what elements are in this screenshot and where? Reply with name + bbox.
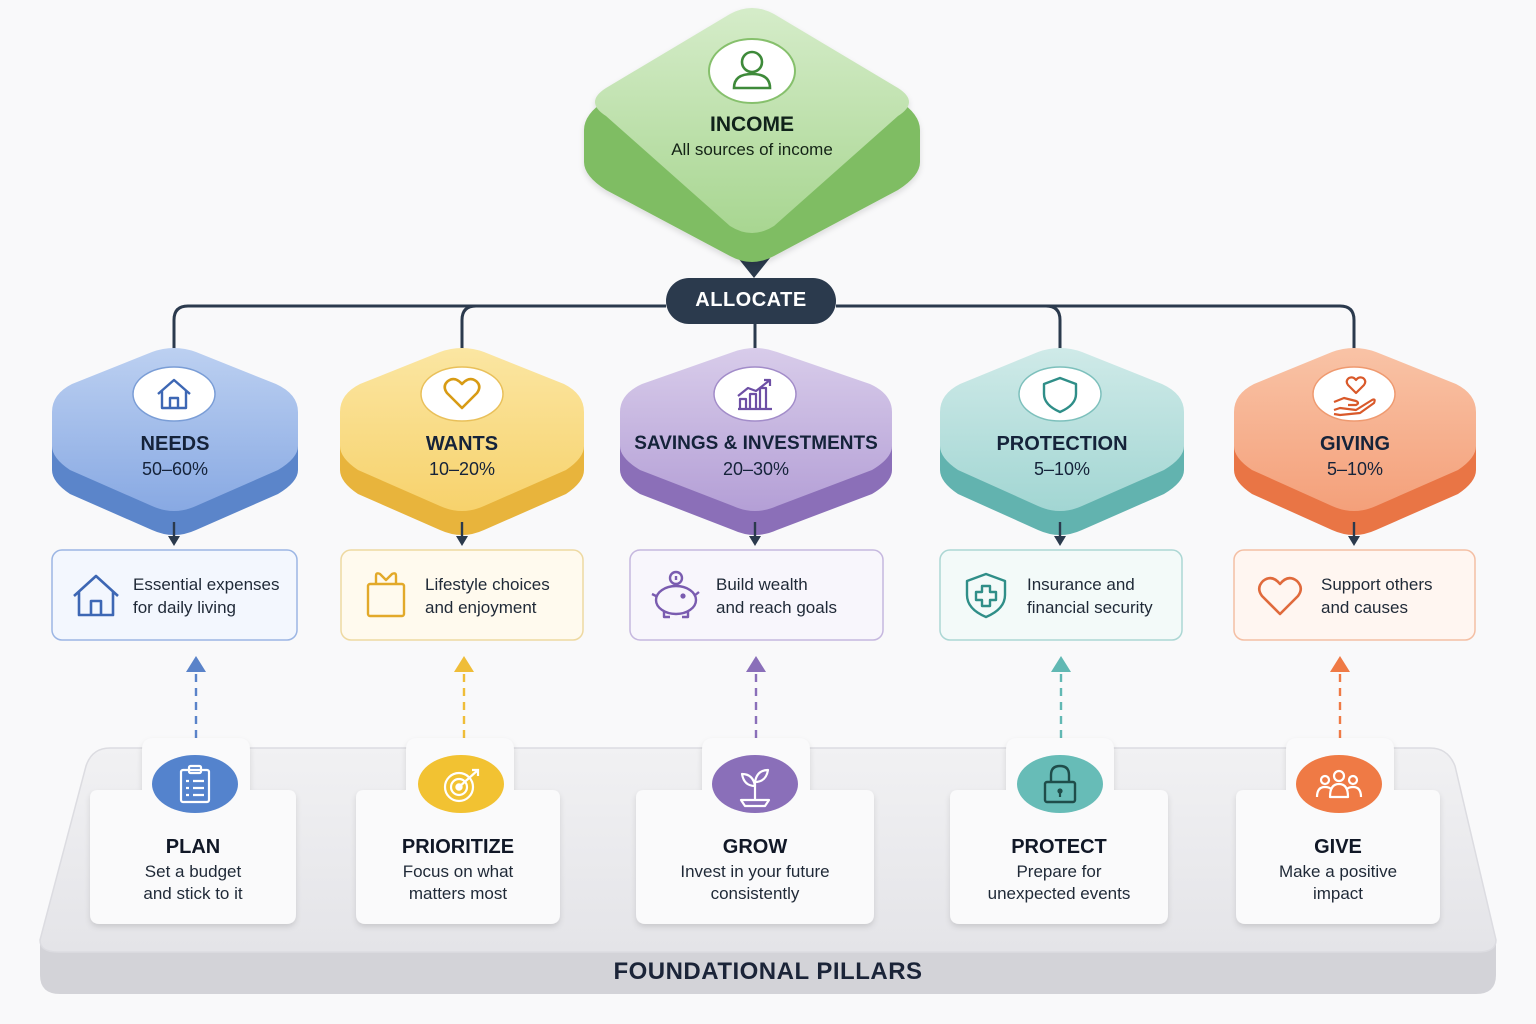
desc-line1: Essential expenses: [133, 575, 280, 594]
dashed-arrow-prioritize: [454, 656, 474, 738]
gift-bag-icon: [366, 572, 406, 618]
sprout-icon: [712, 755, 798, 813]
target-icon: [418, 755, 504, 813]
house-icon: [73, 574, 119, 617]
pillar-line1-plan: Set a budget: [144, 862, 242, 881]
heart-hand-icon: [1312, 366, 1396, 422]
pillar-line1-grow: Invest in your future: [680, 862, 830, 881]
pillar-line1-prioritize: Focus on what: [402, 862, 514, 881]
pillar-title-plan: PLAN: [165, 836, 221, 858]
piggy-bank-icon: [651, 570, 700, 619]
lock-icon: [1017, 755, 1103, 813]
pillar-title-prioritize: PRIORITIZE: [401, 836, 515, 858]
desc-line1: Build wealth: [716, 575, 808, 594]
heart-icon: [420, 366, 504, 422]
desc-text-protection: Insurance and financial security: [1027, 573, 1153, 619]
desc-text-savings: Build wealth and reach goals: [716, 573, 837, 619]
income-diamond: [584, 8, 920, 262]
pillar-card-prioritize: [356, 738, 560, 924]
category-title-giving: GIVING: [1319, 433, 1390, 455]
category-percent-needs: 50–60%: [141, 459, 209, 479]
desc-text-needs: Essential expenses for daily living: [133, 573, 279, 619]
pillar-card-grow: [636, 738, 874, 924]
growth-chart-icon: [713, 366, 797, 422]
dashed-arrow-plan: [186, 656, 206, 738]
pillar-line2-prioritize: matters most: [408, 884, 508, 903]
category-title-protection: PROTECTION: [996, 433, 1128, 455]
desc-card-needs: [51, 549, 298, 641]
foundation-label: FOUNDATIONAL PILLARS: [613, 958, 923, 985]
desc-line2: for daily living: [133, 598, 236, 617]
desc-line2: and reach goals: [716, 598, 837, 617]
pillar-line1-protect: Prepare for: [1016, 862, 1102, 881]
dashed-arrow-grow: [746, 656, 766, 738]
pillar-title-protect: PROTECT: [1011, 836, 1107, 858]
arrow-down-icon: [738, 258, 770, 278]
category-percent-wants: 10–20%: [428, 459, 496, 479]
desc-card-giving: [1233, 549, 1476, 641]
desc-card-savings: [629, 549, 884, 641]
category-percent-protection: 5–10%: [1033, 459, 1091, 479]
category-title-savings: SAVINGS & INVESTMENTS: [634, 433, 878, 454]
desc-text-giving: Support others and causes: [1321, 573, 1433, 619]
income-title: INCOME: [710, 113, 794, 136]
pillar-line2-give: impact: [1312, 884, 1364, 903]
income-subtitle: All sources of income: [671, 140, 833, 159]
allocate-label: ALLOCATE: [695, 289, 807, 311]
people-icon: [1296, 755, 1382, 813]
arrow-down-icon: [168, 522, 1360, 546]
pillar-title-give: GIVE: [1314, 836, 1362, 858]
desc-line2: and causes: [1321, 598, 1408, 617]
desc-card-wants: [340, 549, 584, 641]
pillar-card-give: [1236, 738, 1440, 924]
clipboard-icon: [152, 755, 238, 813]
pillar-line2-protect: unexpected events: [987, 884, 1131, 903]
desc-text-wants: Lifestyle choices and enjoyment: [425, 573, 550, 619]
pillar-line2-grow: consistently: [710, 884, 800, 903]
category-hex-protection: [940, 348, 1184, 535]
heart-icon: [1257, 576, 1303, 616]
desc-line2: and enjoyment: [425, 598, 537, 617]
pillar-card-plan: [90, 738, 296, 924]
category-percent-giving: 5–10%: [1326, 459, 1384, 479]
category-hex-needs: [52, 348, 298, 535]
house-icon: [132, 366, 216, 422]
category-hex-giving: [1234, 348, 1476, 535]
desc-card-protection: [939, 549, 1183, 641]
shield-icon: [1018, 366, 1102, 422]
category-hex-wants: [340, 348, 584, 535]
category-title-needs: NEEDS: [140, 433, 210, 455]
dashed-arrow-give: [1330, 656, 1350, 738]
category-title-wants: WANTS: [425, 433, 499, 455]
person-icon: [708, 38, 796, 104]
pillar-line2-plan: and stick to it: [143, 884, 243, 903]
desc-line1: Insurance and: [1027, 575, 1135, 594]
pillar-card-protect: [950, 738, 1168, 924]
desc-line1: Lifestyle choices: [425, 575, 550, 594]
category-hex-savings: [620, 348, 892, 535]
desc-line2: financial security: [1027, 598, 1153, 617]
pillar-line1-give: Make a positive: [1278, 862, 1398, 881]
dashed-arrow-protect: [1051, 656, 1071, 738]
allocate-pill: [666, 278, 836, 324]
pillar-title-grow: GROW: [722, 836, 788, 858]
desc-line1: Support others: [1321, 575, 1433, 594]
medical-shield-icon: [965, 572, 1007, 619]
category-percent-savings: 20–30%: [722, 459, 790, 479]
